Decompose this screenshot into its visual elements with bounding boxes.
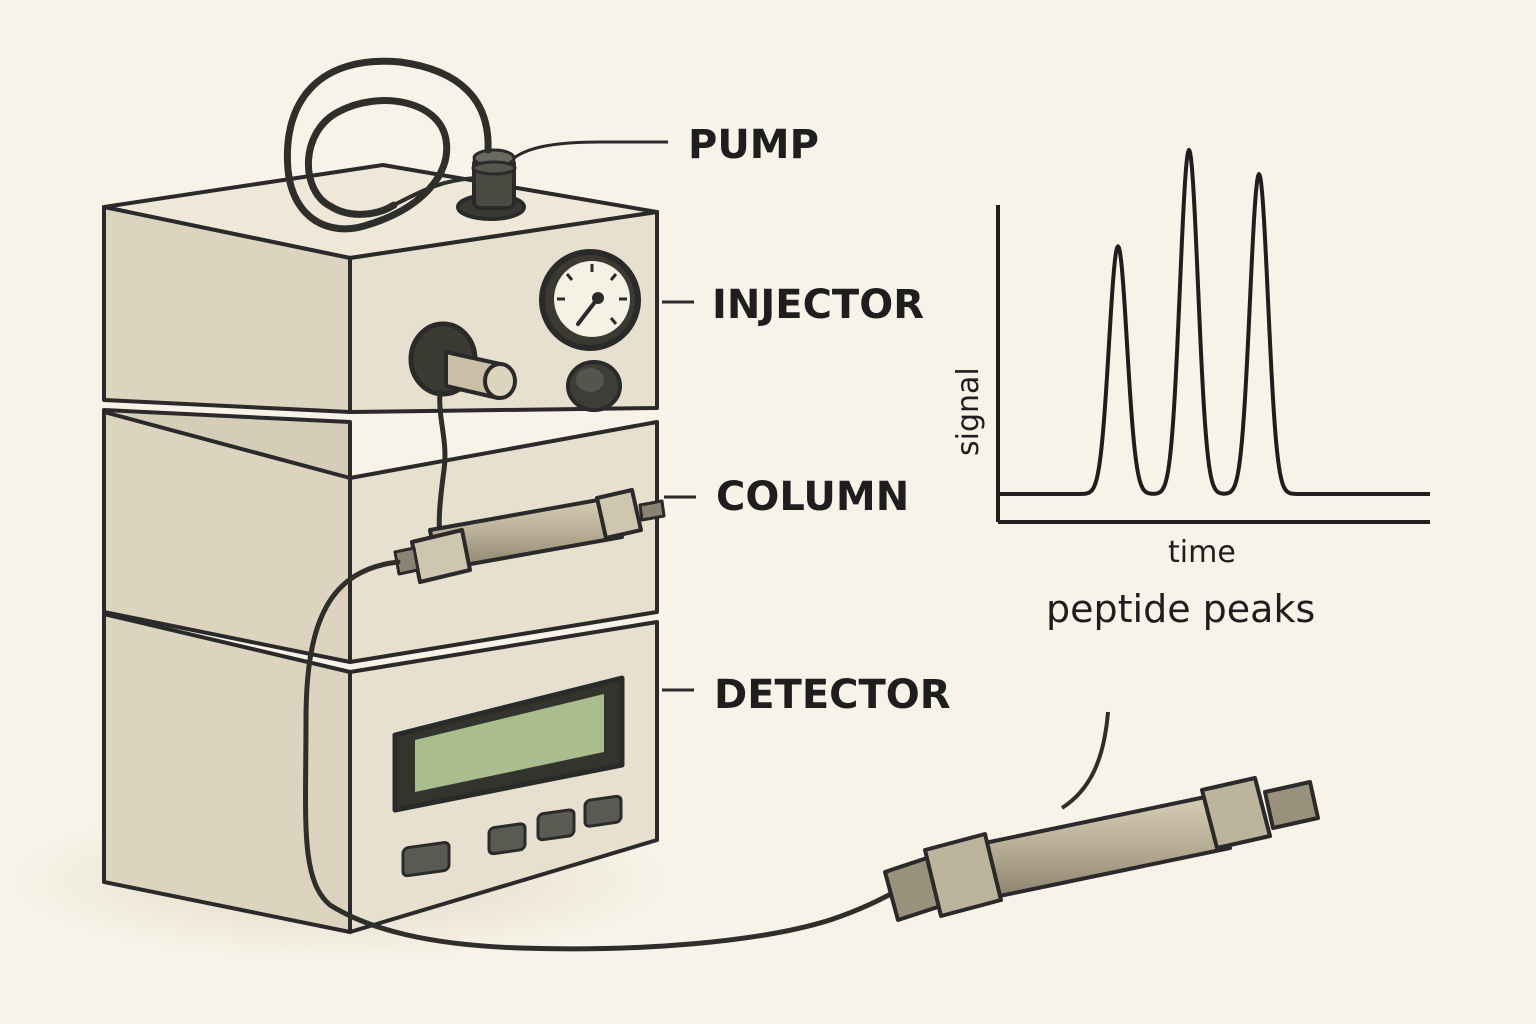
y-axis-label: signal (951, 367, 986, 456)
signal-trace (999, 148, 1431, 496)
detector-button-1[interactable] (401, 841, 451, 878)
column-module (102, 408, 659, 664)
callout-leaders (513, 140, 696, 692)
pump-tubing-loop (283, 57, 492, 233)
detector-button-3[interactable] (536, 808, 576, 842)
pressure-gauge-icon (539, 249, 641, 351)
detector-module (102, 612, 659, 934)
chromatogram: signal time peptide peaks (951, 148, 1431, 631)
hplc-instrument (102, 57, 905, 952)
injector-column-tubing (436, 389, 448, 543)
pump-fitting (456, 148, 526, 221)
label-injector: INJECTOR (712, 282, 924, 328)
label-pump: PUMP (688, 122, 819, 168)
label-column: COLUMN (716, 474, 909, 520)
detector-button-4[interactable] (583, 794, 623, 828)
label-detector: DETECTOR (714, 672, 951, 718)
injector-valve[interactable] (408, 321, 517, 400)
round-knob-icon[interactable] (566, 360, 622, 412)
chart-caption: peptide peaks (1046, 587, 1315, 631)
detector-screen (415, 694, 604, 792)
x-axis-label: time (1168, 535, 1236, 570)
column-tube (393, 488, 666, 584)
detector-button-2[interactable] (487, 822, 527, 856)
external-column (883, 711, 1320, 922)
outlet-tubing (303, 559, 905, 952)
